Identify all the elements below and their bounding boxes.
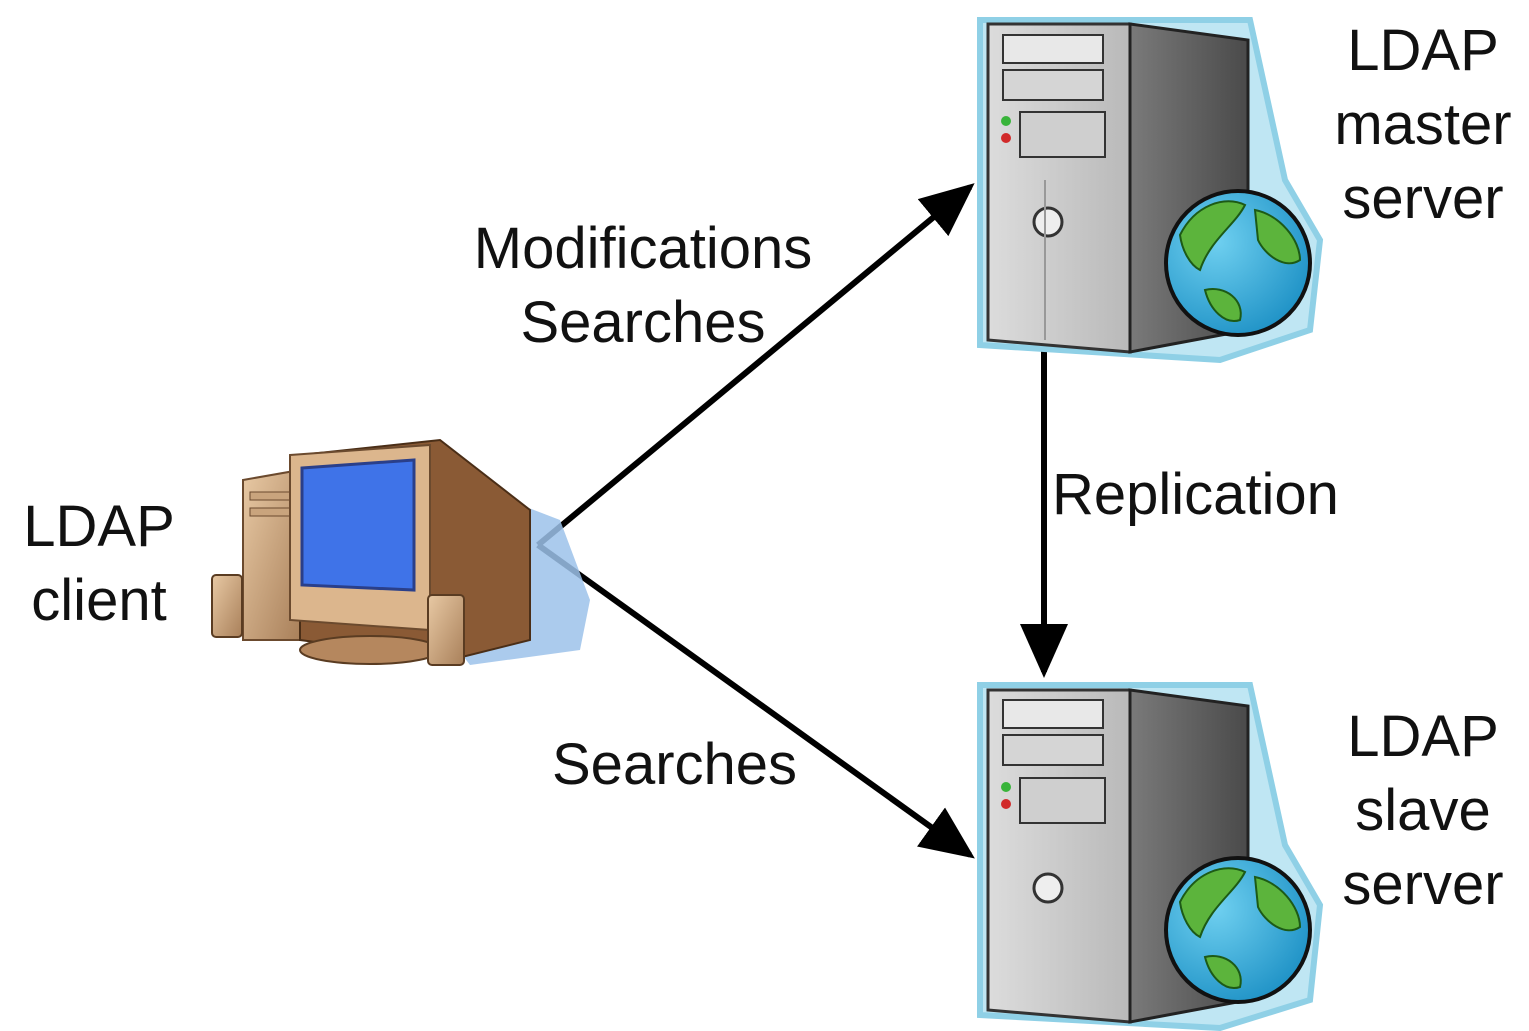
slave-server-icon bbox=[977, 682, 1324, 1031]
client-label-line-2: client bbox=[31, 568, 167, 633]
slave-label-line-2: slave bbox=[1355, 778, 1491, 843]
master-label-line-1: LDAP bbox=[1347, 18, 1499, 83]
slave-server-label: LDAP slave server bbox=[1318, 700, 1528, 922]
client-label-line-1: LDAP bbox=[23, 494, 175, 559]
edge-label-modifications: Modifications bbox=[473, 216, 813, 281]
edge-label-searches-slave: Searches bbox=[552, 732, 798, 797]
slave-label-line-3: server bbox=[1342, 852, 1504, 917]
desktop-computer-icon bbox=[211, 438, 590, 666]
slave-label-line-1: LDAP bbox=[1347, 704, 1499, 769]
master-server-label: LDAP master server bbox=[1318, 14, 1528, 236]
edge-client-to-master bbox=[536, 183, 975, 548]
edge-label-replication: Replication bbox=[1052, 462, 1339, 527]
slave-globe-icon bbox=[1164, 856, 1312, 1004]
edge-label-client-master: Modifications Searches bbox=[458, 212, 828, 360]
client-label: LDAP client bbox=[14, 490, 184, 638]
master-globe-icon bbox=[1164, 189, 1312, 337]
master-label-line-2: master bbox=[1334, 92, 1512, 157]
edge-client-to-slave bbox=[536, 542, 975, 859]
edge-label-searches-master: Searches bbox=[520, 290, 766, 355]
master-label-line-3: server bbox=[1342, 166, 1504, 231]
